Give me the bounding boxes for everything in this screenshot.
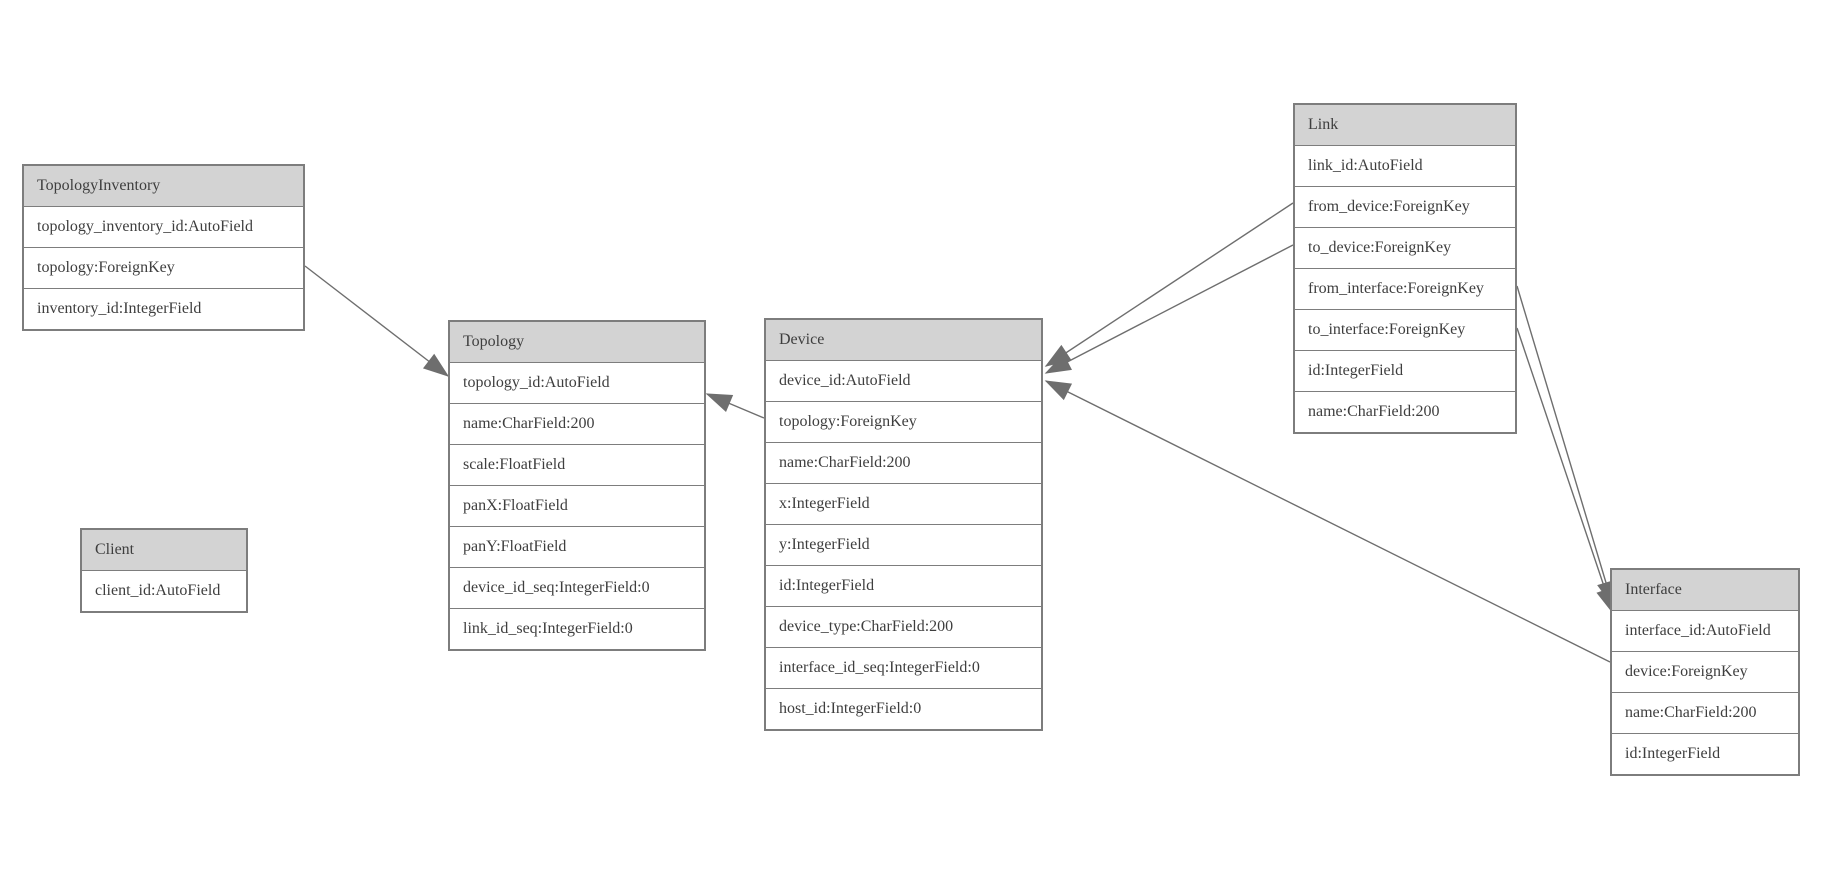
entity-table-client: Client client_id:AutoField (80, 528, 248, 613)
table-field: name:CharField:200 (766, 443, 1041, 484)
table-field: topology_id:AutoField (450, 363, 704, 404)
entity-table-device: Device device_id:AutoField topology:Fore… (764, 318, 1043, 731)
relation-edge-link-to_device (1044, 244, 1294, 374)
table-field: device_id:AutoField (766, 361, 1041, 402)
table-title: Interface (1612, 570, 1798, 611)
table-field: y:IntegerField (766, 525, 1041, 566)
table-field: to_device:ForeignKey (1295, 228, 1515, 269)
table-field: id:IntegerField (1612, 734, 1798, 774)
table-field: id:IntegerField (1295, 351, 1515, 392)
table-title: Link (1295, 105, 1515, 146)
table-field: topology_inventory_id:AutoField (24, 207, 303, 248)
entity-table-topology: Topology topology_id:AutoField name:Char… (448, 320, 706, 651)
table-field: panX:FloatField (450, 486, 704, 527)
table-title: Topology (450, 322, 704, 363)
table-field: interface_id_seq:IntegerField:0 (766, 648, 1041, 689)
table-title: Client (82, 530, 246, 571)
entity-table-interface: Interface interface_id:AutoField device:… (1610, 568, 1800, 776)
table-field: name:CharField:200 (1295, 392, 1515, 432)
table-field: x:IntegerField (766, 484, 1041, 525)
table-field: device_id_seq:IntegerField:0 (450, 568, 704, 609)
entity-table-topologyinventory: TopologyInventory topology_inventory_id:… (22, 164, 305, 331)
relation-edge-device-topology (705, 393, 765, 419)
relation-edge-link-from_device (1044, 202, 1294, 367)
table-field: link_id:AutoField (1295, 146, 1515, 187)
table-field: link_id_seq:IntegerField:0 (450, 609, 704, 649)
table-field: device:ForeignKey (1612, 652, 1798, 693)
table-field: topology:ForeignKey (24, 248, 303, 289)
table-field: inventory_id:IntegerField (24, 289, 303, 329)
table-field: from_interface:ForeignKey (1295, 269, 1515, 310)
table-field: panY:FloatField (450, 527, 704, 568)
table-field: host_id:IntegerField:0 (766, 689, 1041, 729)
table-field: from_device:ForeignKey (1295, 187, 1515, 228)
relation-edge-topologyinventory-topology (304, 265, 450, 377)
relation-edge-link-from_interface (1516, 285, 1615, 608)
table-field: name:CharField:200 (1612, 693, 1798, 734)
table-title: TopologyInventory (24, 166, 303, 207)
table-field: device_type:CharField:200 (766, 607, 1041, 648)
table-field: topology:ForeignKey (766, 402, 1041, 443)
table-field: name:CharField:200 (450, 404, 704, 445)
entity-table-link: Link link_id:AutoField from_device:Forei… (1293, 103, 1517, 434)
table-field: scale:FloatField (450, 445, 704, 486)
table-field: id:IntegerField (766, 566, 1041, 607)
relation-edge-link-to_interface (1516, 327, 1614, 615)
table-field: interface_id:AutoField (1612, 611, 1798, 652)
table-field: client_id:AutoField (82, 571, 246, 611)
table-title: Device (766, 320, 1041, 361)
table-field: to_interface:ForeignKey (1295, 310, 1515, 351)
